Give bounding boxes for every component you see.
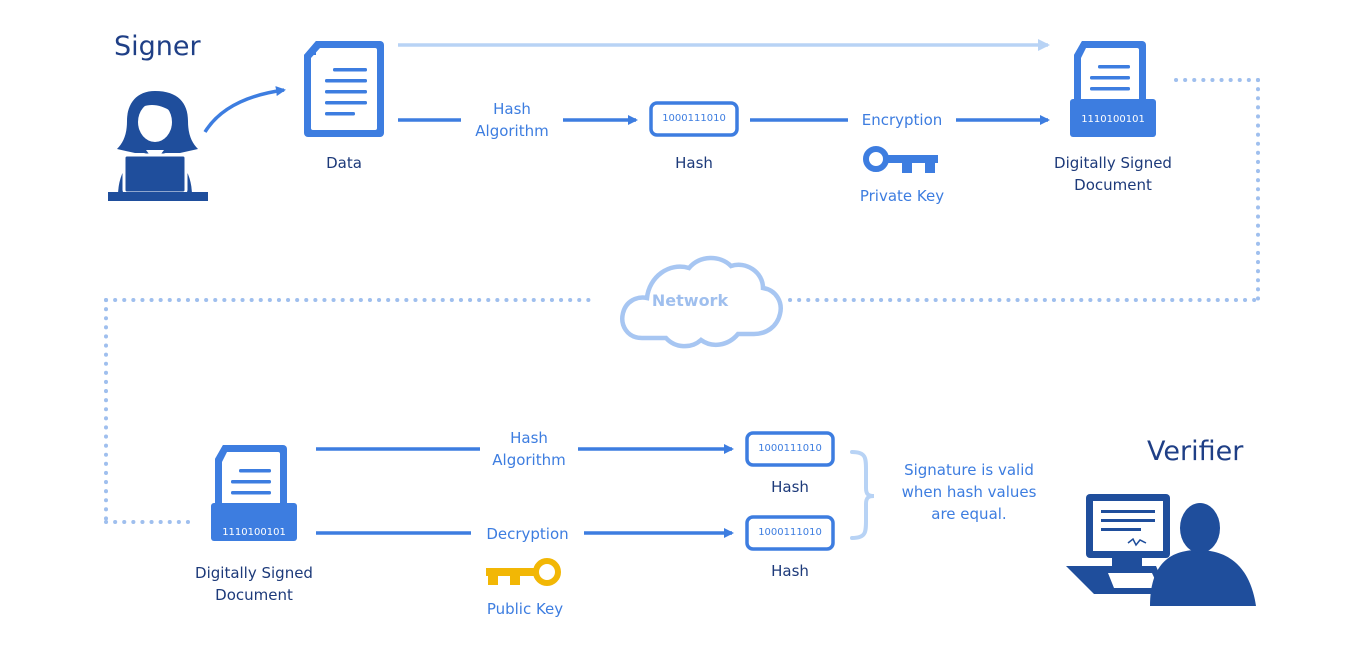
hash-algorithm-label-top-1: Hash bbox=[493, 100, 531, 118]
verifier-title: Verifier bbox=[1147, 436, 1244, 467]
decryption-label: Decryption bbox=[486, 525, 569, 543]
signer-icon bbox=[108, 91, 208, 201]
valid-text-2: when hash values bbox=[901, 483, 1037, 501]
public-key-icon bbox=[486, 558, 561, 586]
hash-label-bottom-2: Hash bbox=[771, 562, 809, 580]
cloud-icon bbox=[620, 255, 783, 349]
hash-code-bottom-2: 1000111010 bbox=[758, 527, 822, 538]
signed-doc-label-top-1: Digitally Signed bbox=[1054, 154, 1172, 172]
signed-doc-code-top: 1110100101 bbox=[1081, 114, 1145, 125]
hash-algorithm-label-top-2: Algorithm bbox=[475, 122, 549, 140]
verifier-icon bbox=[1066, 494, 1256, 606]
signed-doc-label-top-2: Document bbox=[1074, 176, 1152, 194]
signer-title: Signer bbox=[114, 31, 201, 62]
signed-doc-code-bottom: 1110100101 bbox=[222, 527, 286, 538]
data-label: Data bbox=[326, 154, 362, 172]
hash-algorithm-label-bottom-1: Hash bbox=[510, 429, 548, 447]
encryption-label: Encryption bbox=[861, 111, 943, 129]
hash-code-bottom-1: 1000111010 bbox=[758, 443, 822, 454]
private-key-icon bbox=[863, 146, 938, 173]
hash-algorithm-label-bottom-2: Algorithm bbox=[492, 451, 566, 469]
valid-text-3: are equal. bbox=[931, 505, 1007, 523]
private-key-label: Private Key bbox=[859, 187, 945, 205]
network-label: Network bbox=[651, 291, 729, 310]
public-key-label: Public Key bbox=[486, 600, 564, 618]
hash-label-bottom-1: Hash bbox=[771, 478, 809, 496]
network-path bbox=[104, 78, 1260, 524]
comparison-brace bbox=[850, 450, 875, 540]
signed-doc-label-bottom-2: Document bbox=[215, 586, 293, 604]
data-document-icon bbox=[304, 41, 384, 137]
valid-text-1: Signature is valid bbox=[904, 461, 1034, 479]
signer-to-data-arrow bbox=[203, 86, 286, 133]
signed-doc-label-bottom-1: Digitally Signed bbox=[195, 564, 313, 582]
hash-label-top: Hash bbox=[675, 154, 713, 172]
hash-code-top: 1000111010 bbox=[662, 113, 726, 124]
